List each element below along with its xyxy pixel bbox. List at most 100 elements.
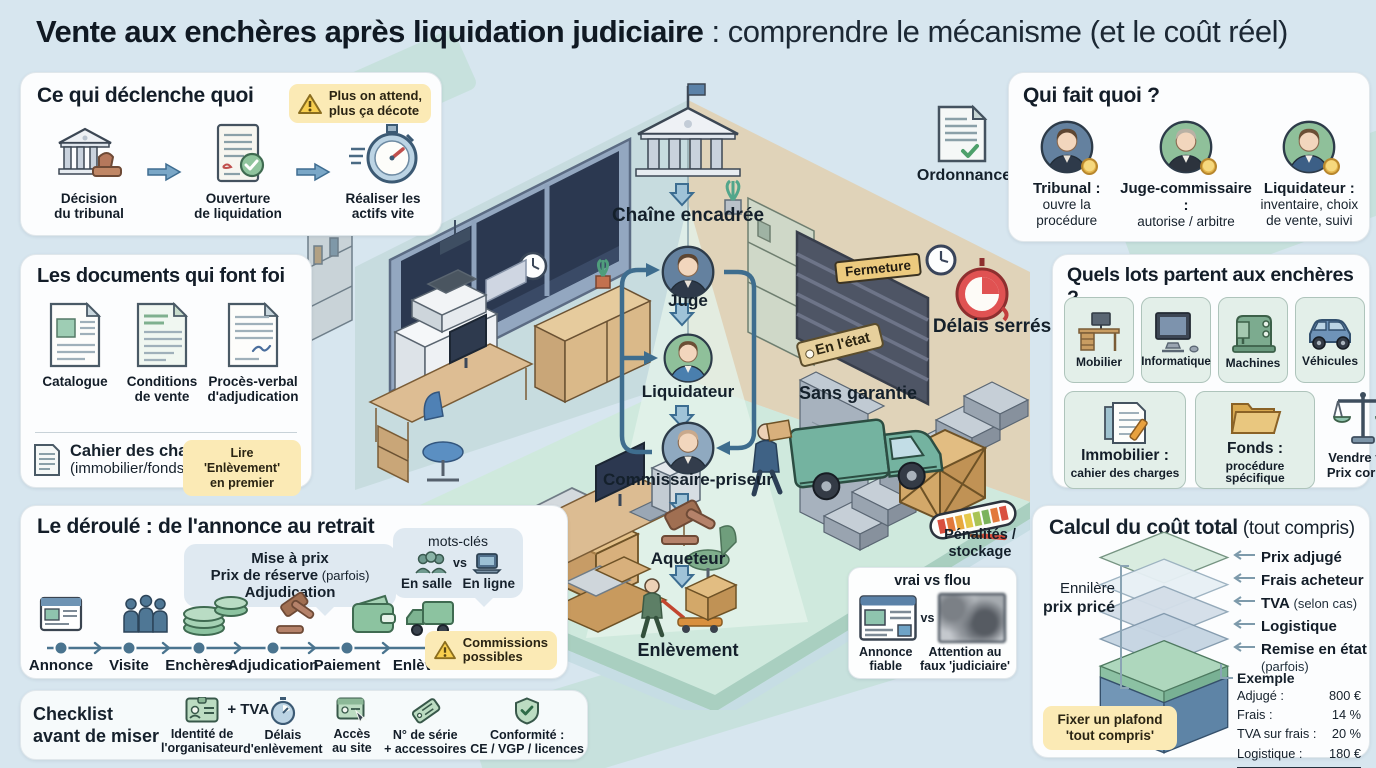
cahier-note: (immobilier/fonds) bbox=[70, 459, 190, 477]
isometric-scene-illustration bbox=[307, 83, 1030, 710]
keywords-title: mots-clés bbox=[428, 533, 488, 549]
step-adjudication: Adjudication bbox=[227, 657, 319, 674]
example-row-value: 800 € bbox=[1328, 688, 1361, 703]
light-cone bbox=[586, 202, 808, 638]
chain-title: Chaîne encadrée bbox=[611, 205, 765, 226]
left-bracket bbox=[1120, 565, 1129, 689]
step-visite: Visite bbox=[109, 657, 149, 674]
ordonnance-document-icon bbox=[937, 104, 988, 163]
laptop-icon bbox=[472, 553, 502, 574]
plafond-badge: Fixer un plafond 'tout compris' bbox=[1043, 706, 1177, 750]
pallet-jack-person bbox=[640, 574, 738, 639]
cost-left-label: Ennilère prix pricé bbox=[1035, 580, 1115, 617]
checklist-title: Checklist avant de miser bbox=[33, 704, 160, 746]
scale-icon bbox=[1333, 392, 1376, 444]
lot-big-note: procédure spécifique bbox=[1225, 458, 1285, 485]
arrow-right-icon bbox=[295, 163, 331, 182]
panel-process: Le déroulé : de l'annonce au retrait Mis… bbox=[20, 505, 568, 679]
trigger-step-label: Réaliser les actifs vite bbox=[345, 191, 421, 222]
role-name: Tribunal : bbox=[1032, 180, 1101, 197]
cost-layer-row: Frais acheteur bbox=[1229, 572, 1364, 590]
reliable-listing-icon bbox=[858, 594, 917, 641]
document-item-label: Procès-verbal d'adjudication bbox=[207, 374, 299, 405]
monitor-desk1 bbox=[449, 313, 487, 368]
panel-cost-title-note: (tout compris) bbox=[1237, 518, 1355, 539]
page-title-main: Vente aux enchères après liquidation jud… bbox=[36, 14, 704, 49]
example-row-label: Frais : bbox=[1237, 707, 1273, 723]
page-title-suffix: : comprendre le mécanisme (et le coût ré… bbox=[703, 14, 1288, 49]
scale-note-label: Vendre vite Prix correct bbox=[1326, 450, 1376, 480]
vs-label: vs bbox=[920, 610, 935, 625]
role-card: Liquidateur : inventaire, choix de vente… bbox=[1254, 119, 1365, 230]
keywords-vs: vs bbox=[453, 556, 467, 570]
example-total: Total estimé : 1 114,40 € bbox=[1237, 766, 1361, 768]
example-row-label: TVA sur frais : bbox=[1237, 726, 1317, 742]
wall-clock-right bbox=[925, 244, 957, 276]
cost-layer-stack bbox=[1098, 532, 1230, 754]
machine-icon bbox=[1232, 314, 1276, 353]
role-desc: inventaire, choix de vente, suivi bbox=[1260, 197, 1359, 229]
panel-cost: Calcul du coût total (tout compris) Enni… bbox=[1032, 505, 1370, 768]
checklist-item-label: Délais d'enlèvement bbox=[243, 728, 323, 757]
bubble-line1: Mise à prix bbox=[251, 550, 329, 567]
cost-layer-row: Remise en état (parfois) bbox=[1229, 641, 1367, 675]
id-card-icon bbox=[185, 697, 219, 723]
document-item: Procès-verbal d'adjudication bbox=[207, 301, 299, 405]
tva-note: + TVA bbox=[227, 701, 270, 718]
lot-big-bold: Fonds : bbox=[1227, 440, 1283, 458]
step-encheres: Enchères bbox=[165, 657, 233, 674]
cost-layer-row: Prix adjugé bbox=[1229, 549, 1342, 567]
delais-serres-label: Délais serrés bbox=[932, 316, 1052, 337]
chain-label-juge: Juge bbox=[668, 291, 708, 310]
penalites-stockage-label: Pénalités / stockage bbox=[944, 527, 1016, 560]
chain-flow bbox=[619, 83, 757, 639]
vehicle-icon bbox=[1309, 318, 1351, 350]
document-item-label: Conditions de vente bbox=[126, 374, 198, 405]
gauge-icon bbox=[929, 500, 1017, 541]
role-desc: autorise / arbitre bbox=[1137, 214, 1235, 230]
gavel-scene-icon bbox=[661, 499, 716, 545]
lot-tile-machines: Machines bbox=[1218, 297, 1288, 383]
divider bbox=[35, 432, 297, 433]
lot-tile-label: Informatique bbox=[1141, 355, 1211, 368]
example-row-value: 180 € bbox=[1328, 745, 1361, 761]
catalogue-document-icon bbox=[49, 301, 102, 368]
keywords-bubble: mots-clés vs En salle En ligne bbox=[393, 528, 523, 607]
wall-lamp bbox=[440, 220, 470, 255]
cost-example: Exemple Adjugé :800 € Frais :14 % TVA su… bbox=[1237, 670, 1361, 768]
cost-layer-note: (parfois) bbox=[1261, 658, 1309, 674]
liquidation-document-icon bbox=[216, 123, 265, 183]
example-row-label: Logistique : bbox=[1237, 745, 1303, 761]
cost-layer-row: TVA (selon cas) bbox=[1229, 595, 1357, 613]
warning-icon bbox=[433, 641, 456, 660]
in-room-people-icon bbox=[415, 551, 447, 574]
lot-tile-mobilier: Mobilier bbox=[1064, 297, 1134, 383]
checklist-item: Accès au site bbox=[323, 697, 382, 756]
panel-documents-title: Les documents qui font foi bbox=[37, 265, 285, 287]
truck-icon bbox=[406, 601, 454, 636]
medal-icon bbox=[1323, 158, 1341, 175]
panel-cost-title: Calcul du coût total bbox=[1049, 516, 1238, 539]
panel-lots: Quels lots partent aux enchères ? Mobili… bbox=[1052, 254, 1376, 489]
panel-triggers: Ce qui déclenche quoi Plus on attend, pl… bbox=[20, 72, 442, 236]
lot-tile-fonds: Fonds : procédure spécifique bbox=[1195, 391, 1315, 489]
pickup-delay-icon bbox=[270, 697, 295, 725]
en-salle-label: En salle bbox=[401, 576, 453, 591]
stopwatch-icon bbox=[349, 124, 418, 184]
bubble-line3: Adjudication bbox=[244, 584, 336, 601]
page-title: Vente aux enchères après liquidation jud… bbox=[36, 14, 1288, 50]
checklist-item-label: Accès au site bbox=[332, 727, 372, 756]
cabinet bbox=[533, 285, 652, 404]
commissions-warning-text: Commissions possibles bbox=[462, 634, 548, 665]
lot-tile-label: Machines bbox=[1225, 355, 1281, 370]
checklist-item-label: Identité de l'organisateur bbox=[161, 727, 244, 756]
real-estate-doc-icon bbox=[1104, 402, 1148, 445]
faux-judiciaire-label: Attention au faux 'judiciaire' bbox=[919, 644, 1010, 673]
cost-layer-bold: Remise en état bbox=[1261, 641, 1367, 658]
example-row-value: 20 % bbox=[1331, 726, 1361, 742]
annonce-fiable-label: Annonce fiable bbox=[859, 644, 913, 673]
lot-tile-informatique: Informatique bbox=[1141, 297, 1211, 383]
compliance-shield-icon bbox=[515, 697, 540, 725]
mover-person bbox=[751, 419, 793, 497]
